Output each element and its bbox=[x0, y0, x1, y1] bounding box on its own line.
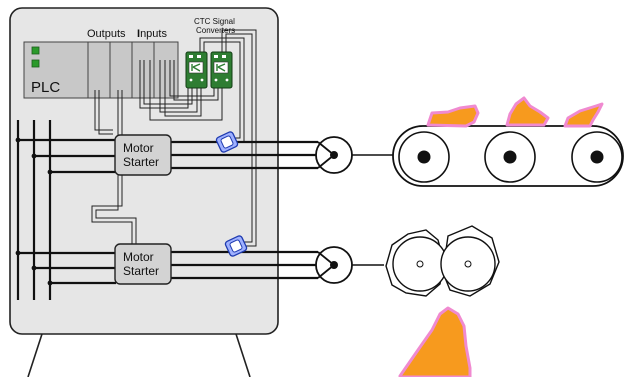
crusher bbox=[385, 225, 500, 297]
plc-rack: PLC bbox=[23, 41, 179, 99]
outputs-label: Outputs bbox=[87, 28, 126, 40]
starter-label-line1: Motor bbox=[123, 250, 154, 264]
plc-label: PLC bbox=[31, 79, 60, 96]
starter-label-line1: Motor bbox=[123, 141, 154, 155]
conveyor bbox=[392, 125, 624, 187]
product-piece bbox=[563, 102, 604, 128]
signal-converter-1 bbox=[185, 51, 208, 89]
plc-led-1 bbox=[31, 46, 40, 55]
output-module-1 bbox=[87, 41, 111, 99]
starter-label-line2: Starter bbox=[123, 155, 159, 169]
inputs-label: Inputs bbox=[137, 28, 167, 40]
motor-lower bbox=[315, 246, 384, 284]
panel-leg-right bbox=[235, 333, 251, 377]
product-chunk bbox=[398, 306, 472, 377]
signal-converter-2 bbox=[210, 51, 233, 89]
converters-label-line2: Converters bbox=[196, 26, 235, 35]
output-module-2 bbox=[109, 41, 133, 99]
bus-junction bbox=[31, 265, 37, 271]
product-piece bbox=[505, 96, 550, 127]
input-module-1 bbox=[131, 41, 155, 99]
motor-upper bbox=[315, 136, 393, 174]
bus-junction bbox=[15, 250, 21, 256]
panel-leg-left bbox=[27, 333, 43, 377]
starter-label-line2: Starter bbox=[123, 264, 159, 278]
current-sensor-lower bbox=[224, 235, 248, 257]
bus-junction bbox=[15, 137, 21, 143]
motor-starter-lower: Motor Starter bbox=[114, 243, 172, 285]
motor-starter-upper: Motor Starter bbox=[114, 134, 172, 176]
bus-junction bbox=[47, 169, 53, 175]
bus-junction bbox=[47, 280, 53, 286]
current-sensor-upper bbox=[215, 131, 239, 153]
plc-led-2 bbox=[31, 59, 40, 68]
bus-junction bbox=[31, 153, 37, 159]
converters-label-line1: CTC Signal bbox=[194, 17, 235, 26]
power-bus bbox=[16, 120, 318, 300]
product-piece bbox=[426, 104, 480, 128]
